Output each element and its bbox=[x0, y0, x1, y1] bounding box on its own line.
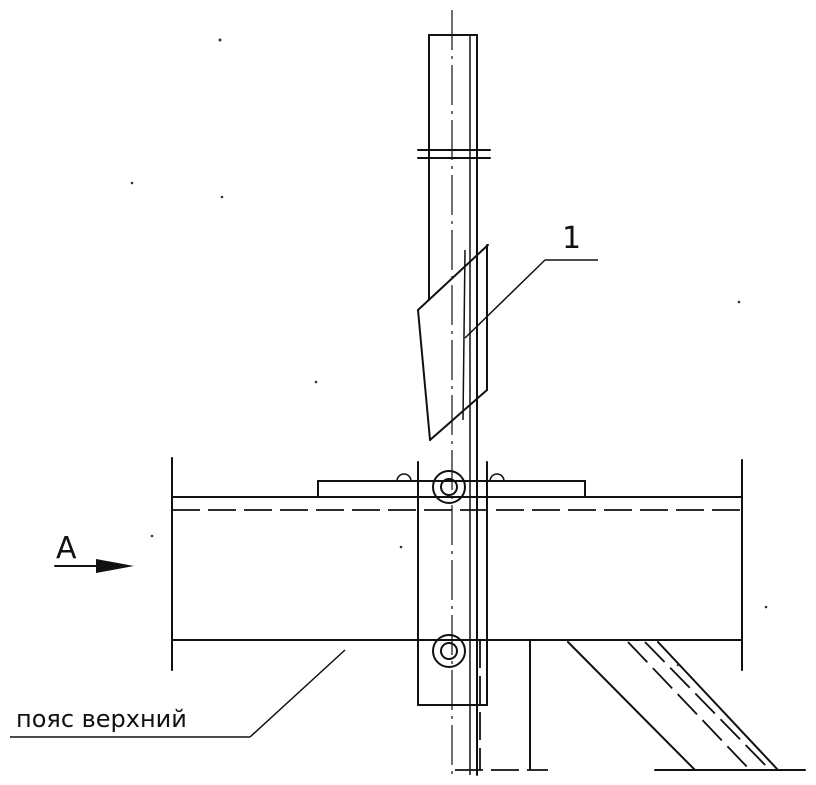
lower-post bbox=[479, 639, 531, 771]
bolt-upper bbox=[432, 470, 466, 504]
diagonal-brace bbox=[567, 641, 779, 771]
view-label: A bbox=[56, 531, 77, 566]
scan-specks bbox=[130, 38, 768, 667]
bolt-lower bbox=[432, 634, 466, 668]
view-arrow bbox=[54, 559, 134, 573]
chord-label: пояс верхний bbox=[16, 705, 187, 733]
upper-chord bbox=[171, 457, 743, 671]
callout-1-leader bbox=[464, 259, 598, 339]
weld-marks bbox=[396, 473, 505, 482]
callout-number: 1 bbox=[562, 221, 581, 256]
base-plate bbox=[317, 480, 586, 498]
connection-strip bbox=[417, 461, 488, 706]
chord-leader bbox=[10, 649, 346, 738]
